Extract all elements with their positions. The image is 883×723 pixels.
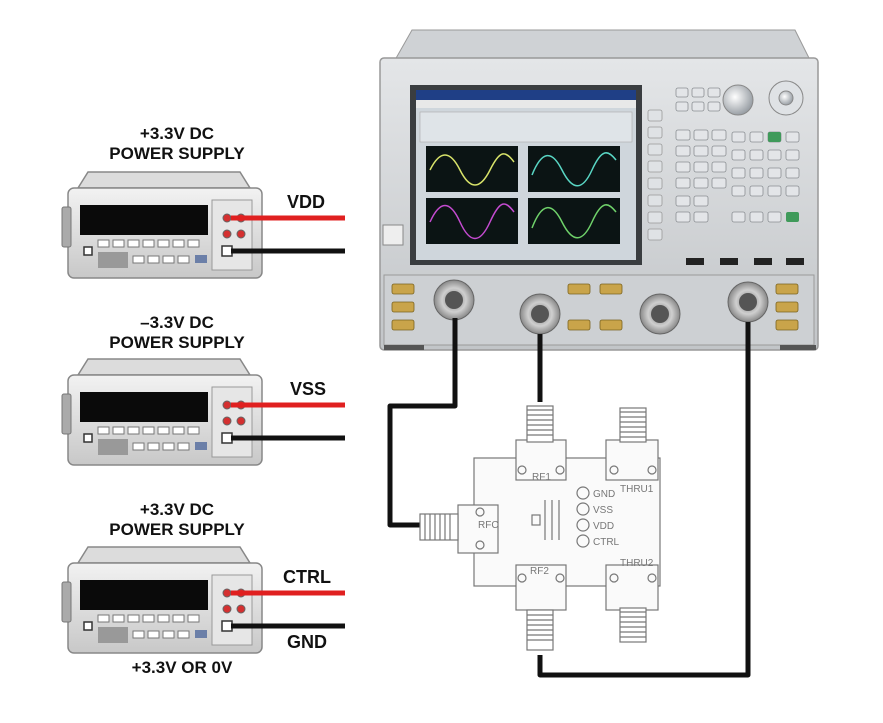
pin-vdd-label: VDD [593, 521, 614, 532]
supply2-voltage: –3.3V DC [140, 313, 214, 332]
port-thru2-label: THRU2 [620, 558, 654, 569]
trace-panels [426, 146, 620, 244]
supply1-title: +3.3V DC POWER SUPPLY [62, 124, 292, 164]
pin-vss-label: VSS [593, 505, 613, 516]
port-rf1-label: RF1 [532, 472, 551, 483]
board-labels: GND VSS VDD CTRL RF1 RFC RF2 THRU1 THRU2 [478, 472, 654, 577]
power-supply-2 [61, 358, 345, 466]
port-rfc-label: RFC [478, 520, 499, 531]
pin-gnd-label: GND [593, 489, 615, 500]
power-supply-3 [61, 546, 345, 654]
vdd-label: VDD [287, 192, 326, 212]
port-rf2-label: RF2 [530, 566, 549, 577]
pin-ctrl-label: CTRL [593, 537, 620, 548]
supply1-name: POWER SUPPLY [109, 144, 245, 163]
network-analyzer [379, 29, 819, 351]
supply2-title: –3.3V DC POWER SUPPLY [62, 313, 292, 353]
gnd-label: GND [287, 632, 327, 652]
supply1-voltage: +3.3V DC [139, 124, 215, 143]
supply3-name: POWER SUPPLY [109, 520, 245, 539]
supply3-title: +3.3V DC POWER SUPPLY [62, 500, 292, 540]
evaluation-board [419, 405, 661, 651]
port-thru1-label: THRU1 [620, 484, 654, 495]
ctrl-note: +3.3V OR 0V [131, 658, 233, 677]
supply3-voltage: +3.3V DC [139, 500, 215, 519]
vss-label: VSS [290, 379, 327, 399]
power-supply-1 [61, 171, 345, 279]
rf-cables [387, 318, 751, 678]
port-connectors [433, 279, 769, 335]
ctrl-label: CTRL [283, 567, 331, 587]
supply2-name: POWER SUPPLY [109, 333, 245, 352]
